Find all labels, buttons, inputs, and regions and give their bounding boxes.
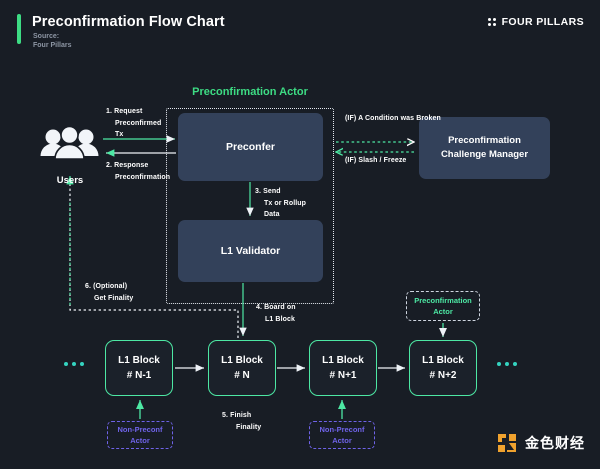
- block-n-plus-1-line1: L1 Block: [322, 355, 364, 366]
- edge-label-slash-l1: (IF) Slash / Freeze: [345, 157, 407, 164]
- block-n-plus-2-line1: L1 Block: [422, 355, 464, 366]
- edge-label-request-l2: Preconfirmed: [115, 119, 162, 127]
- edge-label-send-l1: 3. Send: [255, 188, 281, 195]
- edge-label-board-l1: 4. Board on: [256, 304, 296, 311]
- edge-label-response-l2: Preconfirmation: [115, 173, 171, 181]
- badge-preconfirmation-actor[interactable]: Preconfirmation Actor: [406, 291, 480, 321]
- block-n-line2: # N: [234, 370, 250, 381]
- source-label: Source:: [33, 33, 60, 40]
- jinse-mark-icon: [498, 434, 516, 452]
- page-title: Preconfirmation Flow Chart: [32, 14, 225, 30]
- edge-label-response: 2. Response Preconfirmation: [106, 160, 170, 183]
- source-name: Four Pillars: [33, 42, 72, 49]
- node-preconfer-label: Preconfer: [225, 140, 276, 153]
- edge-label-send: 3. Send Tx or Rollup Data: [255, 186, 306, 221]
- block-n-minus-1[interactable]: L1 Block # N-1: [105, 340, 173, 396]
- edge-label-finality-l1: 6. (Optional): [85, 283, 128, 290]
- four-dots-icon: [487, 18, 496, 26]
- ellipsis-left-icon: [64, 362, 84, 366]
- edge-label-finish-finality: 5. Finish Finality: [222, 410, 261, 433]
- badge-non-preconf-1-l2: Actor: [130, 436, 150, 445]
- edge-label-response-l1: 2. Response: [106, 162, 149, 169]
- ellipsis-right-icon: [497, 362, 517, 366]
- block-n[interactable]: L1 Block # N: [208, 340, 276, 396]
- edge-label-slash-freeze: (IF) Slash / Freeze: [345, 155, 406, 167]
- block-n-minus-1-line2: # N-1: [126, 370, 152, 381]
- edge-label-get-finality: 6. (Optional) Get Finality: [85, 281, 133, 304]
- edge-label-finality-l2: Get Finality: [94, 294, 134, 302]
- badge-non-preconf-2-l1: Non-Preconf: [319, 425, 365, 434]
- node-users-label: Users: [56, 175, 84, 186]
- watermark-logo: 金色财经: [496, 432, 585, 454]
- badge-non-preconf-actor-2[interactable]: Non-Preconf Actor: [309, 421, 375, 449]
- edge-label-board-l2: L1 Block: [265, 315, 295, 323]
- edge-label-send-l2: Tx or Rollup: [264, 199, 307, 207]
- block-n-plus-1-line2: # N+1: [329, 370, 357, 381]
- block-n-plus-1[interactable]: L1 Block # N+1: [309, 340, 377, 396]
- source-caption: Source: Four Pillars: [33, 32, 72, 50]
- brand-name: FOUR PILLARS: [501, 16, 584, 28]
- block-n-minus-1-line1: L1 Block: [118, 355, 160, 366]
- users-group-icon: [40, 125, 99, 160]
- challenge-manager-line2: Challenge Manager: [440, 149, 529, 160]
- node-l1-validator-label: L1 Validator: [220, 244, 281, 257]
- node-preconfer[interactable]: Preconfer: [178, 113, 323, 181]
- node-l1-validator[interactable]: L1 Validator: [178, 220, 323, 282]
- watermark-text: 金色财经: [525, 436, 585, 452]
- block-n-plus-2-line2: # N+2: [429, 370, 457, 381]
- block-n-line1: L1 Block: [221, 355, 263, 366]
- block-n-plus-2[interactable]: L1 Block # N+2: [409, 340, 477, 396]
- edge-label-send-l3: Data: [264, 211, 280, 218]
- badge-non-preconf-1-l1: Non-Preconf: [117, 425, 163, 434]
- node-users[interactable]: Users: [35, 125, 105, 186]
- challenge-manager-line1: Preconfirmation: [448, 135, 521, 146]
- group-label-preconfirmation-actor: Preconfirmation Actor: [192, 86, 308, 98]
- edge-label-condition-broken: (IF) A Condition was Broken: [345, 113, 441, 125]
- edge-label-condition-l2: was Broken: [400, 115, 441, 122]
- edge-label-request: 1. Request Preconfirmed Tx: [106, 106, 161, 141]
- edge-label-request-l3: Tx: [115, 131, 124, 138]
- badge-non-preconf-2-l2: Actor: [332, 436, 352, 445]
- badge-non-preconf-actor-1[interactable]: Non-Preconf Actor: [107, 421, 173, 449]
- badge-preconf-actor-l1: Preconfirmation: [414, 296, 472, 305]
- edge-label-finish-l1: 5. Finish: [222, 412, 252, 419]
- title-accent-bar: [17, 14, 21, 44]
- edge-label-condition-l1: (IF) A Condition: [345, 115, 399, 122]
- edge-label-request-l1: 1. Request: [106, 108, 143, 115]
- node-preconfirmation-challenge-manager[interactable]: Preconfirmation Challenge Manager: [419, 117, 550, 179]
- edge-label-finish-l2: Finality: [236, 423, 262, 431]
- brand-logo: FOUR PILLARS: [487, 16, 584, 28]
- badge-preconf-actor-l2: Actor: [433, 307, 453, 316]
- edge-label-board-on: 4. Board on L1 Block: [256, 302, 296, 325]
